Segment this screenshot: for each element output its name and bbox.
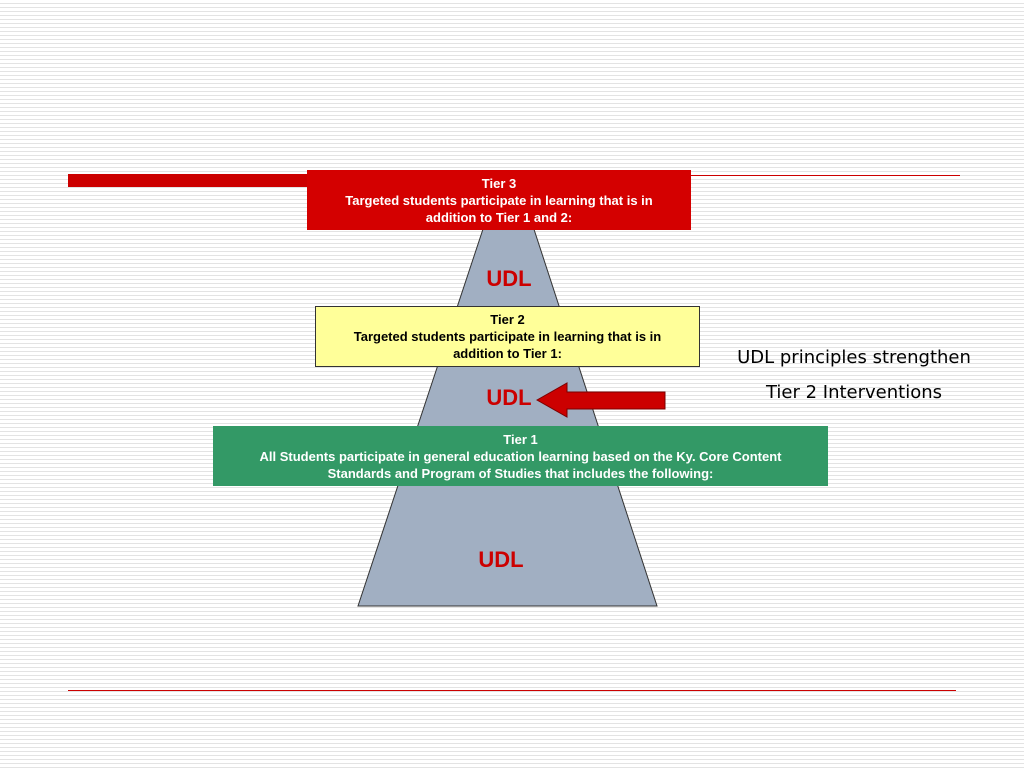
decorative-bottom-rule (68, 690, 956, 691)
udl-label-bottom: UDL (478, 547, 524, 572)
udl-label-top: UDL (486, 266, 532, 291)
tier-1-description-line1: All Students participate in general educ… (259, 448, 782, 464)
tier-3-box: Tier 3 Targeted students participate in … (307, 170, 691, 230)
udl-label-middle: UDL (486, 385, 532, 410)
decorative-accent-bar (68, 174, 308, 187)
note-line2: Tier 2 Interventions (765, 382, 943, 403)
tier-3-description-line1: Targeted students participate in learnin… (345, 192, 653, 208)
tier-2-heading: Tier 2 (490, 312, 525, 327)
decorative-top-rule (690, 175, 960, 176)
tier-2-description-line1: Targeted students participate in learnin… (353, 329, 662, 344)
tier-3-description-line2: addition to Tier 1 and 2: (425, 209, 573, 225)
tier-1-description-line2: Standards and Program of Studies that in… (327, 465, 714, 481)
udl-tier2-note: UDL principles strengthen Tier 2 Interve… (712, 340, 996, 410)
note-line1: UDL principles strengthen (737, 347, 971, 368)
tier-2-description-line2: addition to Tier 1: (453, 346, 562, 361)
tier-3-heading: Tier 3 (481, 175, 517, 191)
tier-1-box: Tier 1 All Students participate in gener… (213, 426, 828, 486)
tier-2-box: Tier 2 Targeted students participate in … (315, 306, 700, 367)
tier-1-heading: Tier 1 (503, 431, 538, 447)
arrow-shape (535, 382, 666, 418)
